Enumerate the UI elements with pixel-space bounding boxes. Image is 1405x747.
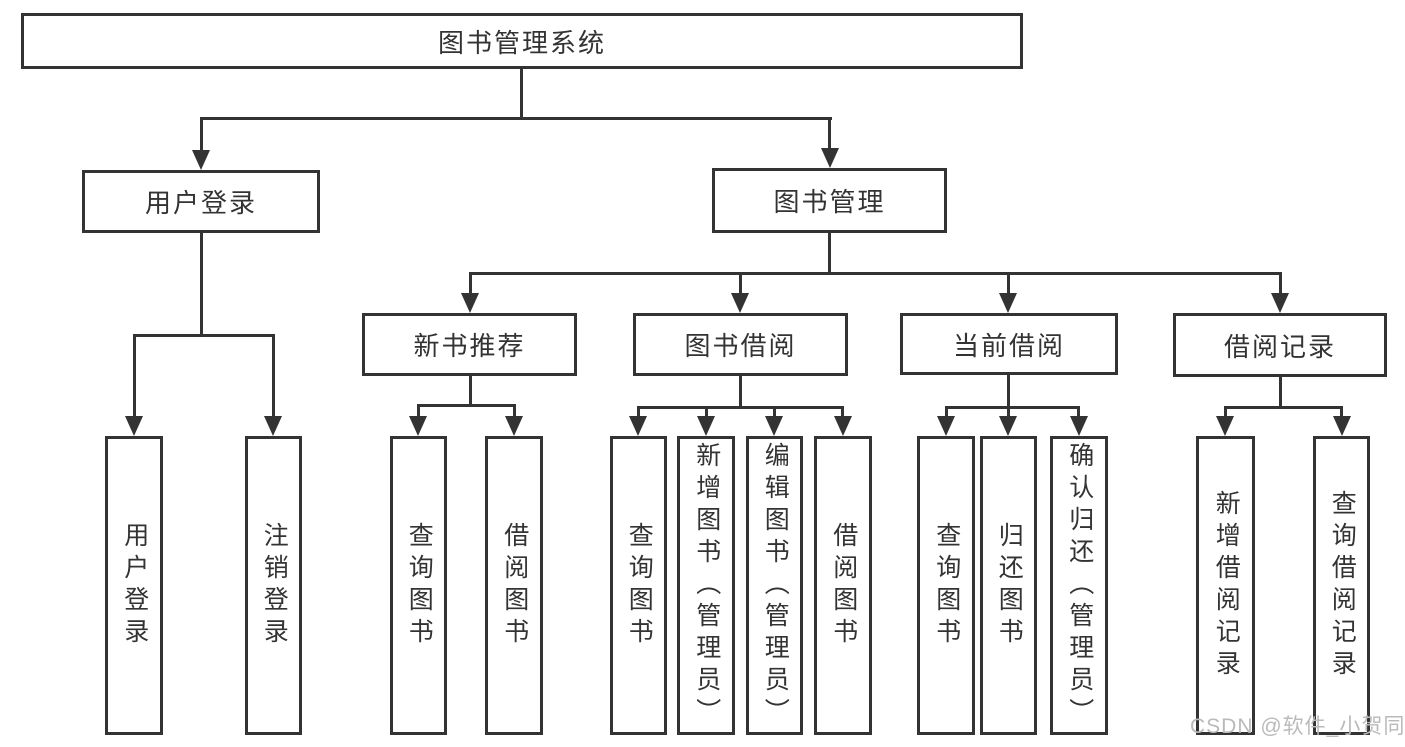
arrowhead-down-icon — [731, 293, 749, 313]
connector-line — [133, 334, 136, 418]
connector-line — [841, 406, 844, 418]
node-borrowing-records-label: 借阅记录 — [1223, 331, 1336, 362]
connector-line — [828, 233, 831, 274]
leaf-query-borrow-record-label: 查询借阅记录 — [1328, 489, 1357, 682]
arrowhead-down-icon — [461, 293, 479, 313]
connector-line — [945, 406, 1080, 409]
arrowhead-down-icon — [834, 416, 852, 436]
arrowhead-down-icon — [629, 416, 647, 436]
leaf-query-books-borrowing-label: 查询图书 — [625, 521, 654, 650]
connector-line — [1279, 377, 1282, 408]
connector-line — [200, 117, 832, 120]
connector-line — [1007, 272, 1010, 295]
arrowhead-down-icon — [125, 416, 143, 436]
node-current-borrowing-label: 当前借阅 — [952, 330, 1065, 361]
node-borrowing-records: 借阅记录 — [1173, 313, 1387, 377]
connector-line — [200, 117, 203, 152]
connector-line — [200, 233, 203, 336]
leaf-borrow-books-recommend: 借阅图书 — [485, 436, 543, 735]
connector-line — [469, 272, 1282, 275]
leaf-borrow-books-recommend-label: 借阅图书 — [500, 521, 529, 650]
node-user-login: 用户登录 — [82, 170, 320, 233]
connector-line — [1224, 406, 1227, 418]
arrowhead-down-icon — [999, 293, 1017, 313]
connector-line — [705, 406, 708, 418]
arrowhead-down-icon — [505, 416, 523, 436]
leaf-return-books-label: 归还图书 — [995, 521, 1024, 650]
arrowhead-down-icon — [264, 416, 282, 436]
leaf-query-books-borrowing: 查询图书 — [610, 436, 667, 735]
arrowhead-down-icon — [821, 148, 839, 168]
node-root: 图书管理系统 — [21, 13, 1023, 69]
leaf-edit-books-admin-label: 编辑图书（管理员） — [761, 441, 790, 730]
node-new-book-recommend-label: 新书推荐 — [413, 331, 526, 361]
arrowhead-down-icon — [1333, 416, 1351, 436]
node-user-login-label: 用户登录 — [144, 188, 257, 218]
leaf-edit-books-admin: 编辑图书（管理员） — [746, 436, 803, 735]
connector-line — [133, 334, 275, 337]
connector-line — [1340, 406, 1343, 418]
connector-line — [469, 376, 472, 406]
connector-line — [417, 404, 420, 418]
arrowhead-down-icon — [192, 150, 210, 170]
leaf-query-books-recommend-label: 查询图书 — [405, 521, 434, 650]
connector-line — [1279, 272, 1282, 295]
connector-line — [739, 272, 742, 295]
node-new-book-recommend: 新书推荐 — [362, 313, 577, 376]
leaf-confirm-return-admin: 确认归还（管理员） — [1050, 436, 1108, 735]
leaf-borrow-books-borrowing: 借阅图书 — [814, 436, 872, 735]
connector-line — [637, 406, 844, 409]
leaf-query-books-current: 查询图书 — [917, 436, 975, 735]
leaf-user-login-label: 用户登录 — [120, 521, 149, 650]
leaf-logout: 注销登录 — [245, 436, 302, 735]
node-book-borrowing-label: 图书借阅 — [684, 331, 797, 361]
leaf-add-borrow-record-label: 新增借阅记录 — [1212, 489, 1241, 682]
connector-line — [637, 406, 640, 418]
node-book-borrowing: 图书借阅 — [633, 313, 848, 376]
connector-line — [1007, 375, 1010, 408]
node-current-borrowing: 当前借阅 — [900, 313, 1118, 375]
connector-line — [828, 117, 831, 150]
arrowhead-down-icon — [999, 416, 1017, 436]
node-root-label: 图书管理系统 — [437, 27, 606, 58]
connector-line — [773, 406, 776, 418]
leaf-confirm-return-admin-label: 确认归还（管理员） — [1065, 441, 1094, 730]
arrowhead-down-icon — [1216, 416, 1234, 436]
leaf-query-books-recommend: 查询图书 — [390, 436, 447, 735]
connector-line — [513, 404, 516, 418]
connector-line — [739, 376, 742, 408]
leaf-add-borrow-record: 新增借阅记录 — [1196, 436, 1255, 735]
connector-line — [272, 334, 275, 418]
arrowhead-down-icon — [765, 416, 783, 436]
leaf-add-books-admin-label: 新增图书（管理员） — [692, 441, 721, 730]
leaf-borrow-books-borrowing-label: 借阅图书 — [829, 521, 858, 650]
arrowhead-down-icon — [1070, 416, 1088, 436]
arrowhead-down-icon — [697, 416, 715, 436]
arrowhead-down-icon — [937, 416, 955, 436]
leaf-logout-label: 注销登录 — [260, 521, 289, 650]
connector-line — [520, 69, 523, 119]
csdn-watermark: CSDN @软件_小贺同学 — [1190, 715, 1405, 738]
connector-line — [945, 406, 948, 418]
leaf-return-books: 归还图书 — [980, 436, 1037, 735]
arrowhead-down-icon — [409, 416, 427, 436]
connector-line — [417, 404, 516, 407]
leaf-query-books-current-label: 查询图书 — [932, 521, 961, 650]
leaf-query-borrow-record: 查询借阅记录 — [1313, 436, 1370, 735]
connector-line — [1224, 406, 1343, 409]
arrowhead-down-icon — [1271, 293, 1289, 313]
connector-line — [1007, 406, 1010, 418]
leaf-add-books-admin: 新增图书（管理员） — [677, 436, 735, 735]
node-book-management: 图书管理 — [712, 168, 947, 233]
connector-line — [469, 272, 472, 295]
node-book-management-label: 图书管理 — [773, 187, 886, 217]
connector-line — [1077, 406, 1080, 418]
leaf-user-login: 用户登录 — [105, 436, 163, 735]
